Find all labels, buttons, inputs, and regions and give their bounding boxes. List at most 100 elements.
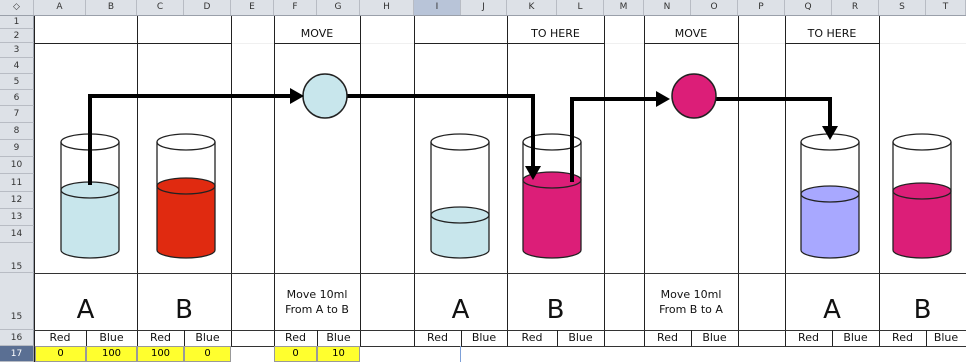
divider bbox=[785, 43, 879, 44]
beaker-label-a: A bbox=[823, 295, 841, 325]
divider bbox=[644, 43, 738, 44]
col-header-p[interactable]: P bbox=[738, 0, 785, 15]
beaker-icon bbox=[800, 133, 860, 259]
row-header[interactable]: 9 bbox=[0, 140, 34, 157]
row-header[interactable]: 11 bbox=[0, 174, 34, 192]
move-label: MOVE bbox=[300, 27, 334, 40]
value-cell-move-blue[interactable]: 10 bbox=[317, 346, 360, 362]
divider bbox=[137, 16, 138, 346]
row-header[interactable]: 14 bbox=[0, 226, 34, 243]
divider bbox=[317, 330, 318, 346]
row-header[interactable]: 4 bbox=[0, 58, 34, 74]
divider bbox=[274, 16, 275, 346]
col-header-n[interactable]: N bbox=[644, 0, 691, 15]
col-header-m[interactable]: M bbox=[604, 0, 644, 15]
row-header[interactable]: 12 bbox=[0, 192, 34, 209]
move-label: MOVE bbox=[674, 27, 708, 40]
red-label: Red bbox=[798, 331, 819, 344]
red-label: Red bbox=[427, 331, 448, 344]
divider bbox=[414, 43, 604, 44]
col-header-k[interactable]: K bbox=[507, 0, 557, 15]
selected-cell-cursor bbox=[460, 346, 461, 362]
beaker-label-b: B bbox=[175, 295, 193, 325]
divider bbox=[785, 16, 786, 346]
row-header[interactable]: 5 bbox=[0, 74, 34, 90]
to-here-label: TO HERE bbox=[531, 27, 580, 40]
red-label: Red bbox=[285, 331, 306, 344]
col-header-q[interactable]: Q bbox=[785, 0, 832, 15]
step-line: Move 10ml bbox=[660, 288, 722, 301]
col-header-f[interactable]: F bbox=[274, 0, 317, 15]
col-header-i[interactable]: I bbox=[414, 0, 461, 15]
row-header[interactable]: 3 bbox=[0, 43, 34, 58]
col-header-s[interactable]: S bbox=[879, 0, 926, 15]
divider bbox=[738, 16, 739, 346]
col-header-e[interactable]: E bbox=[231, 0, 274, 15]
divider bbox=[879, 16, 880, 346]
to-here-label: TO HERE bbox=[807, 27, 857, 40]
flow-arrow bbox=[347, 94, 535, 170]
red-label: Red bbox=[521, 331, 543, 344]
divider bbox=[184, 330, 185, 346]
value-cell-b-red[interactable]: 100 bbox=[137, 346, 184, 362]
blue-label: Blue bbox=[195, 331, 220, 344]
beaker-icon bbox=[892, 133, 952, 259]
row-header[interactable]: 15 bbox=[0, 273, 34, 330]
value-cell-move-red[interactable]: 0 bbox=[274, 346, 317, 362]
row-header[interactable]: 10 bbox=[0, 157, 34, 174]
divider bbox=[34, 330, 966, 331]
flow-arrow bbox=[716, 97, 832, 128]
beaker-label-a: A bbox=[76, 295, 95, 325]
column-header-bar: ◇ A B C D E F G H I J K L M N O P Q R S … bbox=[0, 0, 966, 16]
col-header-c[interactable]: C bbox=[137, 0, 184, 15]
arrowhead-icon bbox=[822, 126, 838, 140]
blue-label: Blue bbox=[702, 331, 727, 344]
divider bbox=[34, 346, 966, 347]
row-header[interactable]: 6 bbox=[0, 90, 34, 106]
col-header-d[interactable]: D bbox=[184, 0, 231, 15]
col-header-h[interactable]: H bbox=[360, 0, 414, 15]
divider bbox=[231, 16, 232, 346]
divider bbox=[86, 330, 87, 346]
row-header[interactable]: 16 bbox=[0, 330, 34, 346]
col-header-r[interactable]: R bbox=[832, 0, 879, 15]
row-header[interactable]: 7 bbox=[0, 106, 34, 123]
red-label: Red bbox=[657, 331, 678, 344]
flow-arrow bbox=[88, 94, 292, 185]
value-cell-b-blue[interactable]: 0 bbox=[184, 346, 231, 362]
arrowhead-icon bbox=[290, 88, 304, 104]
beaker-label-b: B bbox=[913, 295, 932, 325]
value-cell-a-red[interactable]: 0 bbox=[35, 346, 86, 362]
select-all-corner[interactable]: ◇ bbox=[0, 0, 34, 15]
value-cell-a-blue[interactable]: 100 bbox=[86, 346, 137, 362]
beaker-label-a: A bbox=[451, 295, 470, 325]
blue-label: Blue bbox=[843, 331, 868, 344]
col-header-l[interactable]: L bbox=[557, 0, 604, 15]
row-header[interactable]: 13 bbox=[0, 209, 34, 226]
blue-label: Blue bbox=[471, 331, 497, 344]
divider bbox=[604, 16, 605, 346]
row-header[interactable]: 8 bbox=[0, 123, 34, 140]
col-header-a[interactable]: A bbox=[34, 0, 86, 15]
col-header-g[interactable]: G bbox=[317, 0, 360, 15]
flow-arrow bbox=[570, 97, 660, 182]
beaker-icon bbox=[430, 133, 490, 259]
col-header-o[interactable]: O bbox=[691, 0, 738, 15]
beaker-label-b: B bbox=[546, 295, 565, 325]
red-label: Red bbox=[892, 331, 913, 344]
step-line: From B to A bbox=[659, 303, 723, 316]
divider bbox=[557, 330, 558, 346]
arrowhead-icon bbox=[525, 166, 541, 180]
row-header[interactable]: 1 bbox=[0, 16, 34, 29]
col-header-j[interactable]: J bbox=[461, 0, 507, 15]
divider bbox=[461, 330, 462, 346]
step-description: Move 10ml From B to A bbox=[644, 287, 738, 317]
col-header-b[interactable]: B bbox=[86, 0, 137, 15]
row-header[interactable]: 2 bbox=[0, 29, 34, 43]
blue-label: Blue bbox=[326, 331, 351, 344]
divider bbox=[507, 16, 508, 346]
beaker-icon bbox=[60, 133, 120, 259]
row-header[interactable]: 15 bbox=[0, 243, 34, 273]
divider bbox=[832, 330, 833, 346]
